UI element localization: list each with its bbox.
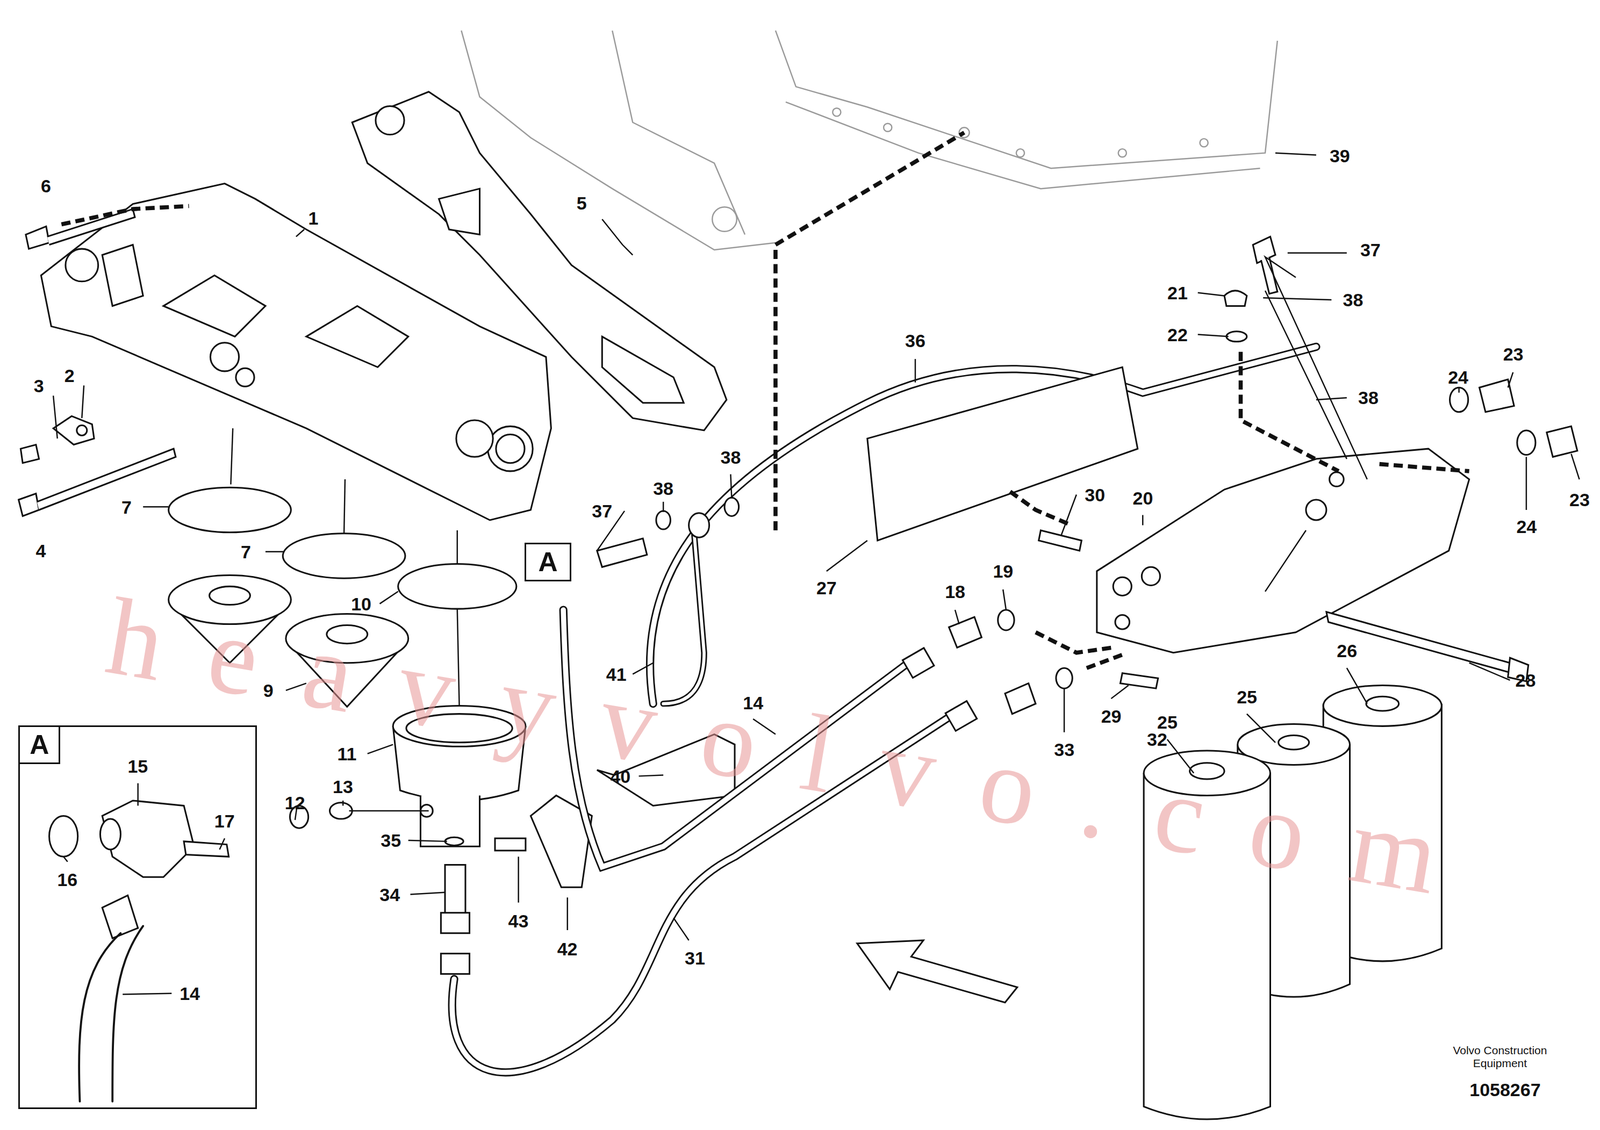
callout-number: 25 [1236, 687, 1258, 707]
callout-number: 38 [1358, 388, 1379, 407]
callout-number: 7 [240, 542, 251, 562]
callout-number: 9 [263, 681, 274, 700]
inset-heading: A [18, 725, 61, 765]
callout-number: 22 [1167, 325, 1188, 344]
callout-number: 23 [1503, 345, 1524, 364]
callout-number: 23 [1569, 490, 1590, 509]
callout-number: 26 [1336, 641, 1358, 660]
callout-number: 19 [992, 562, 1014, 581]
callout-number: 33 [1053, 740, 1075, 759]
callout-number: 13 [332, 777, 354, 796]
callout-number: 6 [40, 176, 52, 196]
callout-number: 41 [606, 665, 627, 684]
callout-number: 24 [1447, 368, 1469, 387]
callout-number: 37 [1360, 240, 1381, 260]
callout-number: 7 [121, 498, 132, 517]
callout-number: 11 [337, 744, 357, 764]
callout-number: 30 [1084, 485, 1106, 505]
callout-number: 15 [127, 757, 148, 776]
callout-number: 42 [557, 940, 578, 959]
view-letter: A [537, 548, 558, 576]
figure-number: 1058267 [1469, 1080, 1541, 1100]
callout-number: 39 [1329, 146, 1351, 165]
callout-number: 27 [816, 578, 837, 598]
callout-number: 31 [684, 949, 706, 968]
callout-number: 4 [35, 541, 46, 561]
callout-number: 14 [742, 693, 764, 713]
callout-number: 37 [591, 501, 613, 521]
callout-number: 38 [720, 448, 741, 467]
callout-number: 25 [1157, 713, 1178, 732]
maker-note: Volvo Construction Equipment [1443, 1044, 1557, 1071]
callout-number: 36 [905, 331, 926, 350]
callout-number: 2 [64, 366, 75, 385]
callout-number: 16 [56, 870, 78, 889]
callout-number: 32 [1146, 730, 1168, 749]
callout-number: 14 [179, 984, 200, 1003]
callout-number: 10 [350, 594, 372, 614]
callout-number: 35 [380, 831, 401, 850]
callout-number: 12 [284, 793, 306, 813]
callout-number: 24 [1516, 517, 1537, 536]
callout-number: 38 [653, 479, 674, 498]
view-callout-box: A [524, 542, 572, 582]
callout-number: 43 [508, 912, 529, 931]
callout-number: 18 [944, 582, 966, 601]
callout-number: 34 [379, 885, 400, 904]
callout-number: 5 [576, 194, 587, 213]
callout-number: 1 [307, 209, 319, 228]
callout-number: 21 [1167, 283, 1188, 303]
callout-number: 20 [1132, 489, 1154, 508]
callout-number: 40 [610, 767, 631, 786]
callout-number: 38 [1343, 290, 1364, 310]
detail-inset-frame: A [18, 725, 257, 1110]
callout-number: 3 [33, 376, 45, 396]
callout-number: 28 [1515, 671, 1536, 690]
callout-number: 17 [214, 812, 235, 831]
callout-number: 29 [1101, 707, 1122, 726]
